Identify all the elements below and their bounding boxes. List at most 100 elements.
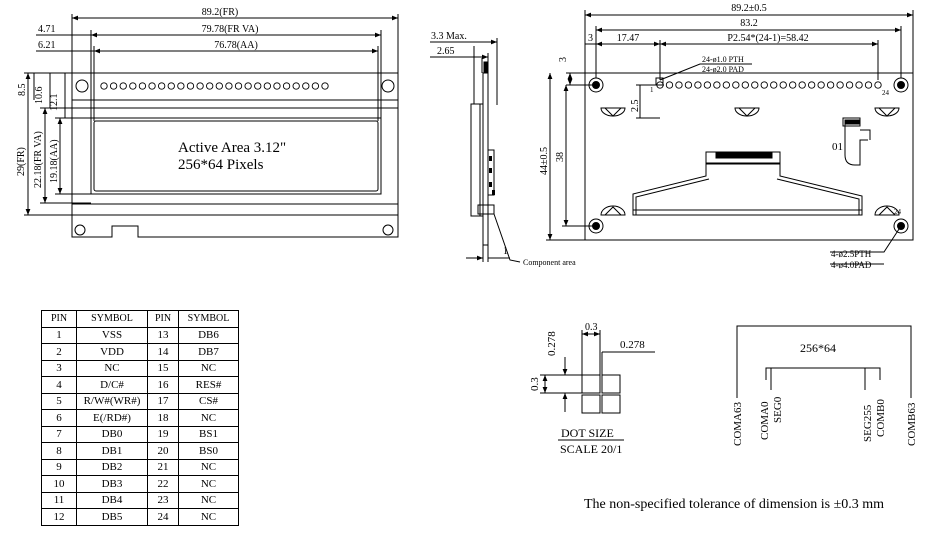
pin-hole xyxy=(263,82,271,90)
matrix-seg255: SEG255 xyxy=(862,404,874,442)
dim-pitch: P2.54*(24-1)=58.42 xyxy=(727,33,808,44)
dim-19-18: 19.18(AA) xyxy=(49,139,60,183)
fpc-01-label: 01 xyxy=(832,141,843,153)
active-area-title: Active Area 3.12" xyxy=(178,140,286,156)
dim-89-2-fr: 89.2(FR) xyxy=(202,7,238,18)
pin-number: 1 xyxy=(41,326,77,344)
pin-number: 4 xyxy=(41,376,77,394)
front-mount-hole xyxy=(75,79,89,93)
pin-symbol: DB2 xyxy=(76,458,148,476)
active-area xyxy=(93,120,379,192)
pin-hole xyxy=(808,81,816,89)
hole-pad-label: 4-ø4.0PAD xyxy=(831,260,872,270)
pin-number: 10 xyxy=(41,475,77,493)
pin-number: 2 xyxy=(41,343,77,361)
side-pin xyxy=(483,61,488,74)
tolerance-note: The non-specified tolerance of dimension… xyxy=(584,497,885,512)
header-pin: PIN xyxy=(147,310,179,328)
dim-2-5: 2.5 xyxy=(630,100,641,113)
pin-number: 24 xyxy=(147,508,179,526)
pin-hole xyxy=(292,82,300,90)
back-mount-hole xyxy=(893,218,909,234)
pin-symbol: NC xyxy=(76,359,148,377)
matrix-coma0: COMA0 xyxy=(759,401,771,440)
front-pin-row xyxy=(100,82,329,90)
pin-symbol: DB0 xyxy=(76,425,148,443)
dot xyxy=(581,374,601,394)
header-symbol: SYMBOL xyxy=(76,310,148,328)
matrix-comb63: COMB63 xyxy=(906,402,918,446)
pin-number: 5 xyxy=(41,392,77,410)
pin-symbol: NC xyxy=(178,359,239,377)
pth-label: 24-ø1.0 PTH xyxy=(702,55,744,64)
pin-hole xyxy=(855,81,863,89)
dot-size-title: DOT SIZE xyxy=(561,426,614,440)
pin-hole xyxy=(100,82,108,90)
side-view xyxy=(430,38,521,263)
dim-4-71: 4.71 xyxy=(38,24,56,35)
header-pin: PIN xyxy=(41,310,77,328)
pin-hole xyxy=(282,82,291,90)
pin-hole xyxy=(206,82,214,90)
pin-hole xyxy=(273,82,281,90)
pin-hole xyxy=(302,82,310,90)
pin-number: 12 xyxy=(41,508,77,526)
pin24-top-label: 24 xyxy=(882,89,890,97)
pin-number: 23 xyxy=(147,491,179,509)
component-area-label: Component area xyxy=(523,258,576,267)
pin-hole xyxy=(789,81,797,89)
front-mount-hole xyxy=(381,79,395,93)
pin-number: 22 xyxy=(147,475,179,493)
pin-number: 18 xyxy=(147,409,179,427)
pin-hole xyxy=(684,81,693,89)
pin-symbol: DB6 xyxy=(178,326,239,344)
dim-17-47: 17.47 xyxy=(617,33,640,44)
side-component-marks xyxy=(489,156,495,195)
pin-number: 19 xyxy=(147,425,179,443)
pin-hole xyxy=(798,81,806,89)
pin-number: 15 xyxy=(147,359,179,377)
pin-hole xyxy=(874,81,882,89)
pin-table-header: PIN SYMBOL PIN SYMBOL xyxy=(41,310,239,328)
dot-dim-0-3-top: 0.3 xyxy=(585,322,598,333)
pin-symbol: DB5 xyxy=(76,508,148,526)
matrix-coma63: COMA63 xyxy=(732,401,744,446)
pin-number: 20 xyxy=(147,442,179,460)
pin-symbol: BS1 xyxy=(178,425,239,443)
pin-symbol: DB7 xyxy=(178,343,239,361)
pin-hole xyxy=(311,82,320,90)
hole-pth-label: 4-ø2.5PTH xyxy=(831,249,872,259)
dim-10-6: 10.6 xyxy=(34,87,45,105)
pin-symbol: NC xyxy=(178,491,239,509)
pin-hole xyxy=(129,82,137,90)
header-symbol: SYMBOL xyxy=(178,310,239,328)
pin-hole xyxy=(760,81,768,89)
pin-symbol: E(/RD#) xyxy=(76,409,148,427)
pin24-bottom-label: 24 xyxy=(894,208,902,216)
viewing-area xyxy=(90,117,382,195)
pin-hole xyxy=(694,81,702,89)
component-mark xyxy=(489,156,492,161)
dim-89-2-tol: 89.2±0.5 xyxy=(731,3,767,14)
dim-79-78: 79.78(FR VA) xyxy=(202,24,259,35)
pin-hole xyxy=(196,82,204,90)
pin-hole xyxy=(703,81,712,89)
dim-83-2: 83.2 xyxy=(740,18,758,29)
pin-hole xyxy=(254,82,262,90)
dot-size-scale: SCALE 20/1 xyxy=(560,442,622,456)
pin-symbol: DB3 xyxy=(76,475,148,493)
pin-hole xyxy=(138,82,147,90)
pin-number: 9 xyxy=(41,458,77,476)
pin-hole xyxy=(158,82,166,90)
pin-symbol: D/C# xyxy=(76,376,148,394)
front-mount-hole xyxy=(74,224,86,236)
matrix-size-label: 256*64 xyxy=(800,341,836,355)
